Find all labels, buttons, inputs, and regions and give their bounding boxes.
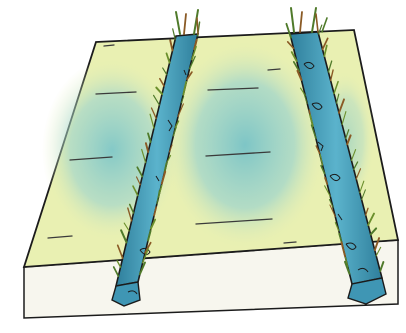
field-illustration [0,0,406,333]
